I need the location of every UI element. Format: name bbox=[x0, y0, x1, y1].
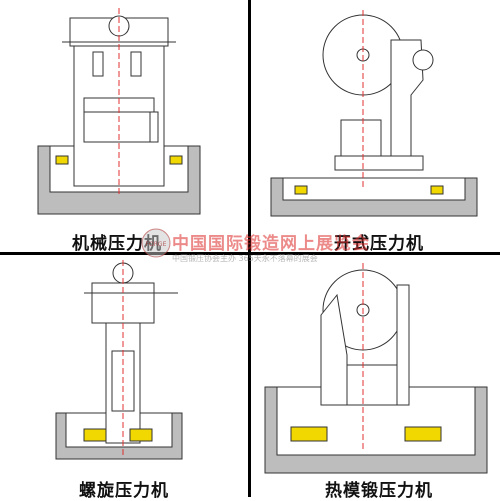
watermark-logo-icon: FORGE bbox=[141, 228, 171, 258]
screw-press-drawing bbox=[55, 260, 183, 460]
svg-text:FORGE: FORGE bbox=[146, 241, 167, 248]
panel-open-press: 开式压力机 bbox=[251, 0, 500, 254]
caption-open-press: 开式压力机 bbox=[334, 234, 424, 254]
panel-screw-press: 螺旋压力机 bbox=[0, 255, 248, 501]
vertical-divider bbox=[248, 0, 251, 497]
open-press-drawing bbox=[270, 10, 478, 217]
hot-forging-press-drawing bbox=[264, 263, 488, 474]
panel-hot-forging-press: 热模锻压力机 bbox=[251, 255, 500, 501]
panel-mechanical-press: 机械压力机 bbox=[0, 0, 248, 254]
caption-mechanical-press: 机械压力机 bbox=[72, 234, 162, 254]
mechanical-press-drawing bbox=[37, 8, 201, 215]
caption-hot-forging-press: 热模锻压力机 bbox=[325, 481, 433, 501]
watermark-subtitle: 中国锻压协会主办 365天永不落幕的展会 bbox=[172, 254, 318, 263]
watermark-title: 中国国际锻造网上展览会 bbox=[172, 234, 370, 254]
horizontal-divider bbox=[0, 252, 500, 255]
caption-screw-press: 螺旋压力机 bbox=[79, 481, 169, 501]
